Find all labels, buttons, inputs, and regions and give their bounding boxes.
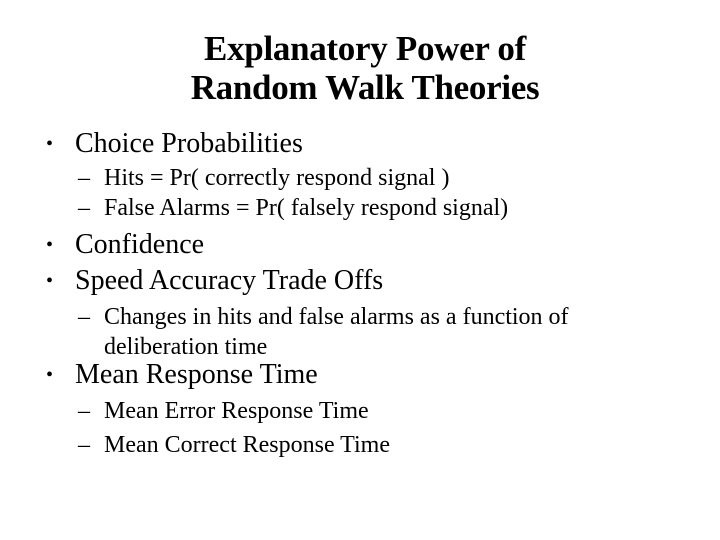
bullet-item-choice-probabilities: • Choice Probabilities bbox=[46, 127, 670, 161]
bullet-marker-icon: • bbox=[46, 270, 54, 292]
bullet-item-confidence: • Confidence bbox=[46, 228, 670, 262]
bullet-item-changes-in-hits: – Changes in hits and false alarms as a … bbox=[78, 302, 670, 362]
bullet-text: Mean Correct Response Time bbox=[104, 432, 390, 458]
bullet-text: False Alarms = Pr( falsely respond signa… bbox=[104, 195, 509, 221]
bullet-text: Mean Error Response Time bbox=[104, 398, 369, 424]
bullet-marker-icon: • bbox=[46, 133, 54, 155]
bullet-group-mean-response-time: • Mean Response Time – Mean Error Respon… bbox=[46, 358, 670, 460]
bullet-item-mean-response-time: • Mean Response Time bbox=[46, 358, 670, 392]
slide-title: Explanatory Power of Random Walk Theorie… bbox=[10, 29, 720, 107]
bullet-item-hits: – Hits = Pr( correctly respond signal ) bbox=[78, 163, 670, 193]
bullet-text: Mean Response Time bbox=[75, 359, 318, 390]
bullet-group-choice-probabilities: • Choice Probabilities – Hits = Pr( corr… bbox=[46, 127, 670, 223]
bullet-marker-icon: • bbox=[46, 234, 54, 256]
dash-marker-icon: – bbox=[78, 195, 90, 221]
slide-title-line-2: Random Walk Theories bbox=[190, 68, 540, 107]
bullet-item-mean-correct-rt: – Mean Correct Response Time bbox=[78, 430, 670, 460]
dash-marker-icon: – bbox=[78, 398, 90, 424]
dash-marker-icon: – bbox=[78, 304, 90, 330]
bullet-group-confidence-speed: • Confidence • Speed Accuracy Trade Offs… bbox=[46, 228, 670, 362]
dash-marker-icon: – bbox=[78, 432, 90, 458]
dash-marker-icon: – bbox=[78, 165, 90, 191]
bullet-text: Choice Probabilities bbox=[75, 128, 303, 159]
bullet-text: Hits = Pr( correctly respond signal ) bbox=[104, 165, 450, 191]
bullet-item-speed-accuracy: • Speed Accuracy Trade Offs bbox=[46, 264, 670, 298]
bullet-marker-icon: • bbox=[46, 364, 54, 386]
bullet-text: Confidence bbox=[75, 229, 205, 260]
bullet-text: Speed Accuracy Trade Offs bbox=[75, 265, 384, 296]
bullet-text: Changes in hits and false alarms as a fu… bbox=[104, 304, 569, 360]
slide-title-line-1: Explanatory Power of bbox=[204, 29, 526, 68]
bullet-item-mean-error-rt: – Mean Error Response Time bbox=[78, 396, 670, 426]
bullet-item-false-alarms: – False Alarms = Pr( falsely respond sig… bbox=[78, 193, 670, 223]
